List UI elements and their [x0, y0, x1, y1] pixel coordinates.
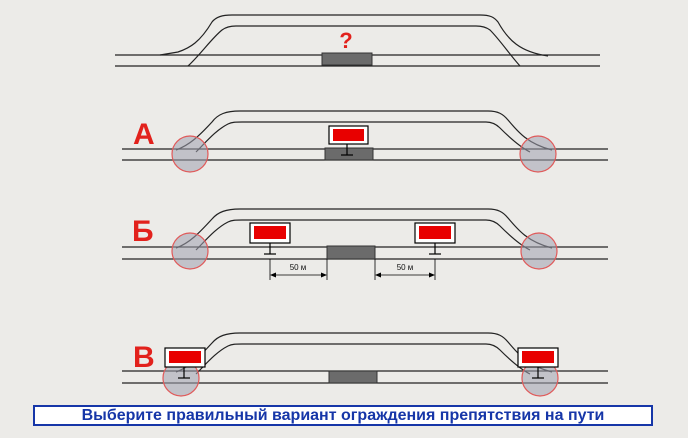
obstacle	[321, 52, 373, 66]
option-letter-c: В	[133, 341, 155, 374]
switch-highlight-left	[171, 232, 209, 270]
obstacle	[326, 245, 376, 260]
switch-highlight-right	[519, 135, 557, 173]
option-letter-b: Б	[132, 215, 154, 248]
switch-highlight-right	[520, 232, 558, 270]
stop-signal-left	[164, 347, 206, 379]
siding-inner	[195, 121, 531, 153]
stop-signal-right	[517, 347, 559, 379]
distance-label-right: 50 м	[397, 263, 414, 272]
option-letter-a: А	[133, 118, 155, 151]
siding-outer	[159, 14, 549, 57]
distance-label-left: 50 м	[290, 263, 307, 272]
siding-inner	[195, 343, 531, 375]
siding-inner	[187, 25, 521, 67]
siding-outer	[175, 332, 553, 373]
option-b[interactable]: Б 50 м	[122, 208, 608, 280]
obstacle	[324, 147, 374, 161]
question-mark: ?	[339, 28, 352, 53]
scenario-question: ?	[115, 14, 600, 67]
instruction-banner: Выберите правильный вариант ограждения п…	[33, 405, 653, 426]
siding-inner	[195, 219, 531, 251]
distance-marker-right: 50 м	[374, 259, 436, 280]
option-c[interactable]: В	[122, 332, 608, 397]
siding-outer	[175, 110, 553, 151]
stop-signal-right	[414, 222, 456, 255]
switch-highlight-left	[171, 135, 209, 173]
stop-signal	[328, 125, 369, 156]
siding-outer	[175, 208, 553, 249]
option-a[interactable]: А	[122, 110, 608, 173]
distance-marker-left: 50 м	[269, 259, 328, 280]
stop-signal-left	[249, 222, 291, 255]
obstacle	[328, 370, 378, 384]
